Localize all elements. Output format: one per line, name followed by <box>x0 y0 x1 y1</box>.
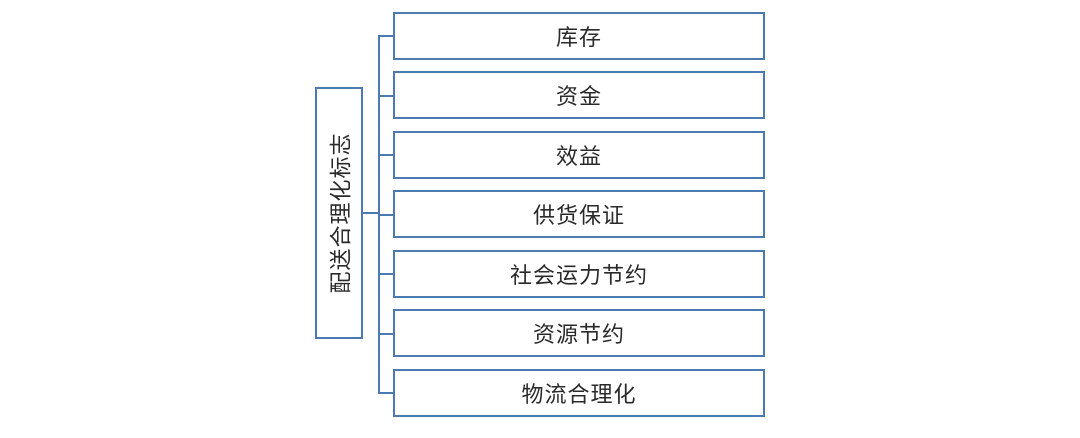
child-node-transport-saving: 社会运力节约 <box>393 250 765 298</box>
branch-line-6 <box>378 333 394 335</box>
branch-line-1 <box>378 35 394 37</box>
child-node-logistics-rationalization: 物流合理化 <box>393 369 765 417</box>
child-node-supply-guarantee: 供货保证 <box>393 190 765 238</box>
child-node-benefit: 效益 <box>393 131 765 179</box>
child-node-label: 效益 <box>555 145 602 170</box>
child-node-label: 资源节约 <box>532 323 625 348</box>
root-node: 配送合理化标志 <box>315 87 363 339</box>
child-node-label: 物流合理化 <box>521 383 637 408</box>
branch-line-2 <box>378 95 394 97</box>
child-node-funds: 资金 <box>393 71 765 119</box>
child-node-label: 社会运力节约 <box>509 264 648 289</box>
child-node-label: 库存 <box>555 26 602 51</box>
branch-line-5 <box>378 273 394 275</box>
branch-line-3 <box>378 154 394 156</box>
root-node-label: 配送合理化标志 <box>329 132 355 294</box>
child-node-resource-saving: 资源节约 <box>393 309 765 357</box>
branch-line-7 <box>378 392 394 394</box>
child-node-inventory: 库存 <box>393 12 765 60</box>
child-node-label: 资金 <box>555 85 602 110</box>
root-connector <box>363 212 379 214</box>
child-node-label: 供货保证 <box>532 204 625 229</box>
branch-line-4 <box>378 214 394 216</box>
